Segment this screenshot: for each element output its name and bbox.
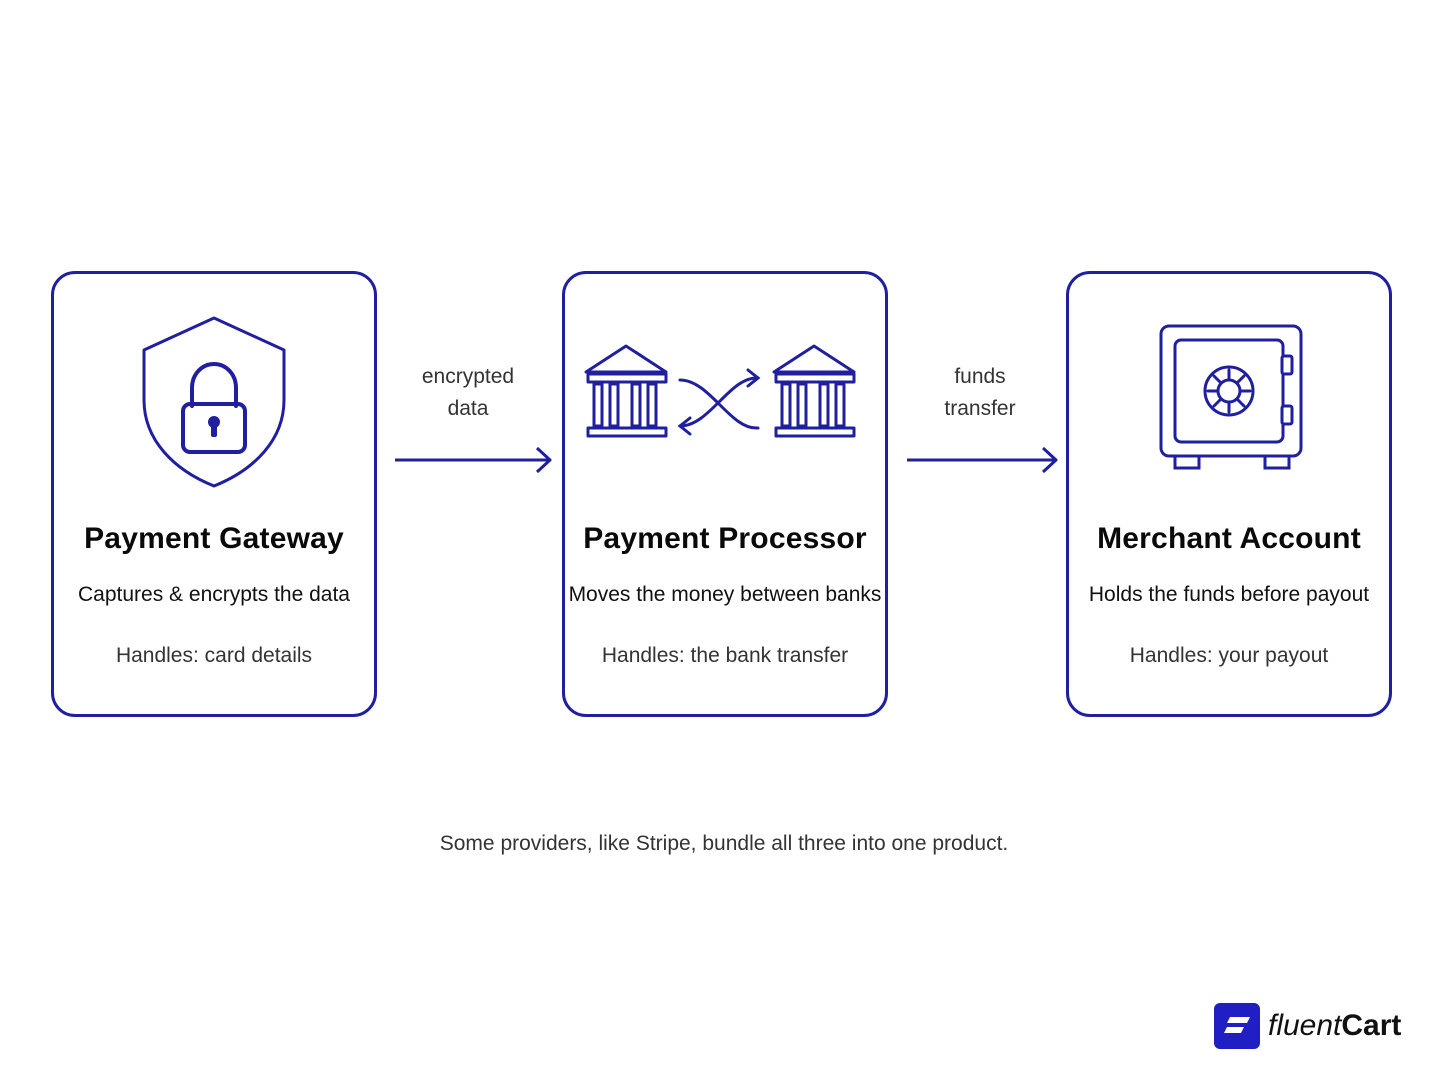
brand-name-part1: fluent <box>1268 1009 1342 1042</box>
fluentcart-logo-icon <box>1214 1003 1260 1049</box>
card-title: Merchant Account <box>1097 522 1361 555</box>
card-handles: Handles: your payout <box>1129 644 1329 667</box>
card-handles: Handles: card details <box>115 644 313 667</box>
brand-logo: fluentCart <box>1214 1003 1401 1049</box>
card-description: Moves the money between banks <box>568 583 882 606</box>
card-title: Payment Processor <box>583 522 867 555</box>
connector-label-line: data <box>447 397 489 420</box>
arrow-right-icon <box>907 446 1058 474</box>
payment-processor-card: Payment Processor Moves the money betwee… <box>562 271 888 717</box>
card-description: Captures & encrypts the data <box>78 583 350 606</box>
safe-icon <box>1069 310 1389 490</box>
payment-gateway-card: Payment Gateway Captures & encrypts the … <box>51 271 377 717</box>
connector-label-funds-transfer: funds transfer <box>900 361 1060 425</box>
connector-label-line: transfer <box>944 397 1016 420</box>
connector-label-encrypted-data: encrypted data <box>388 361 548 425</box>
merchant-account-card: Merchant Account Holds the funds before … <box>1066 271 1392 717</box>
bank-icon <box>584 344 668 438</box>
bank-icon <box>772 344 856 438</box>
brand-name-part2: Cart <box>1341 1009 1402 1042</box>
exchange-arrows-icon <box>677 368 761 436</box>
card-description: Holds the funds before payout <box>1088 583 1370 606</box>
arrow-right-icon <box>395 446 552 474</box>
footnote: Some providers, like Stripe, bundle all … <box>439 832 1009 855</box>
shield-lock-icon <box>54 310 374 490</box>
connector-label-line: funds <box>954 365 1006 388</box>
card-title: Payment Gateway <box>84 522 344 555</box>
connector-label-line: encrypted <box>421 365 515 388</box>
brand-name: fluentCart <box>1268 1009 1401 1043</box>
card-handles: Handles: the bank transfer <box>601 644 849 667</box>
bank-exchange-icon <box>565 310 885 490</box>
